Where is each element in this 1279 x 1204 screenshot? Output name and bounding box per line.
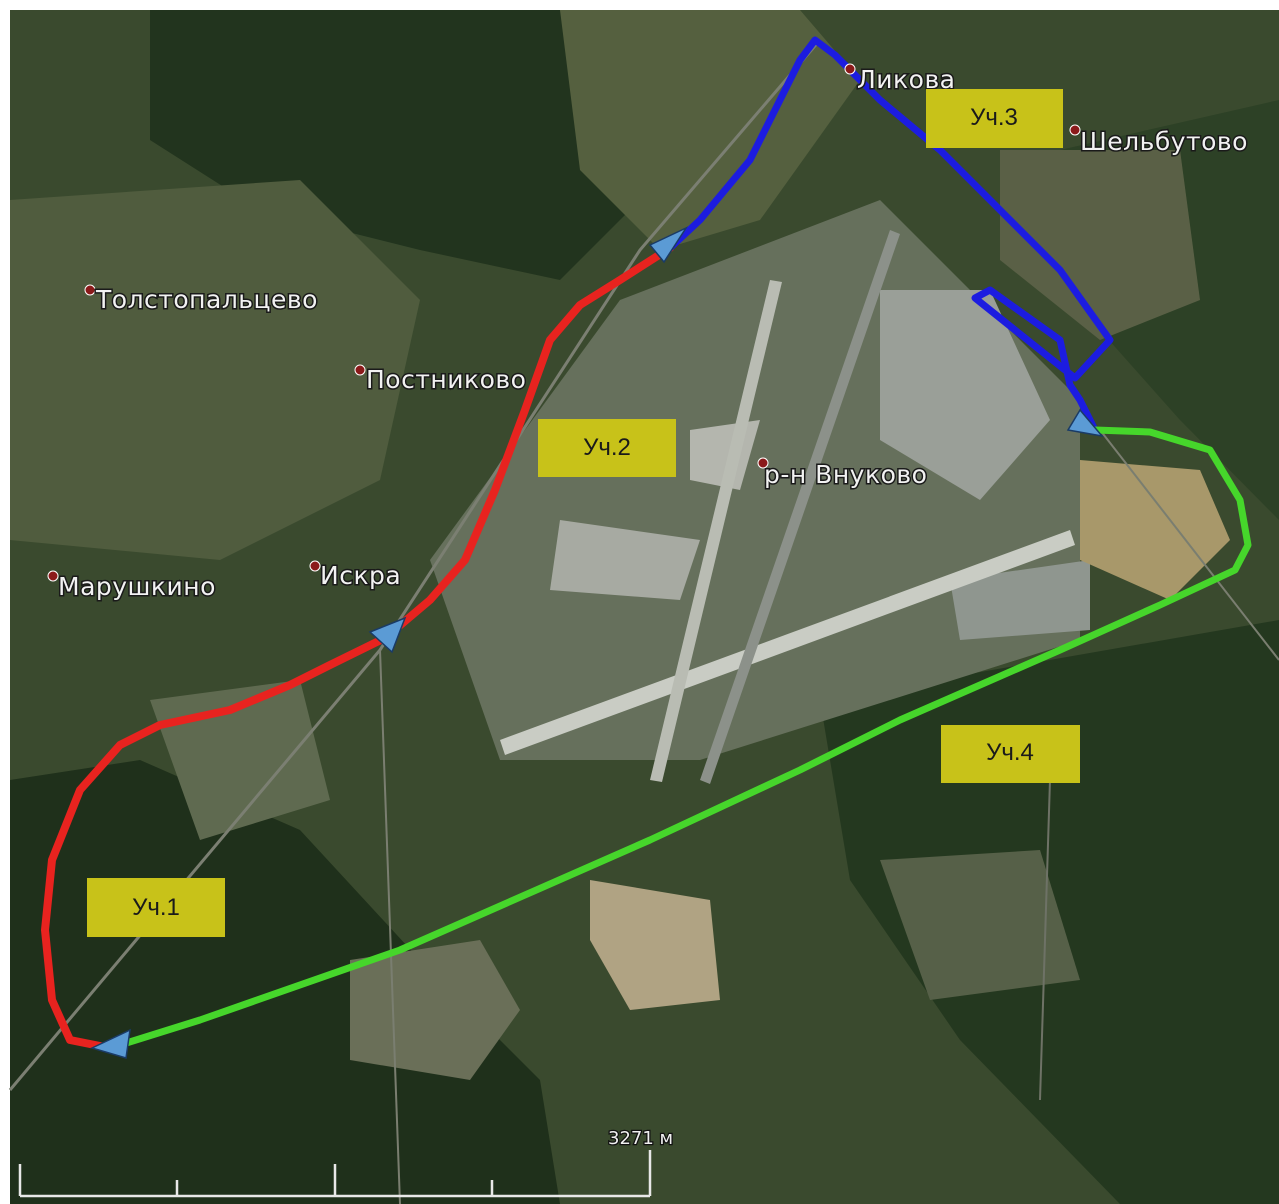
section-label-text: Уч.3	[970, 104, 1018, 131]
arrow-icon	[1066, 408, 1104, 438]
place-markers: Ликова Шельбутово Толстопальцево Постник…	[47, 63, 1249, 603]
place-pin-icon	[309, 560, 321, 572]
arrow-icon	[648, 226, 689, 264]
place-likova[interactable]: Ликова	[844, 63, 957, 96]
place-label: Шельбутово	[1080, 127, 1248, 156]
place-label: Ликова	[857, 65, 956, 94]
place-pin-icon	[844, 63, 856, 75]
place-label: Искра	[320, 561, 401, 590]
place-label: Постниково	[366, 365, 526, 394]
place-label: р-н Внуково	[764, 460, 927, 489]
section-labels: Уч.1 Уч.2 Уч.3 Уч.4	[87, 89, 1080, 937]
scale-bar-label: 3271 м	[608, 1128, 673, 1149]
place-tolstopaltsevo[interactable]: Толстопальцево	[84, 284, 319, 316]
section-label-3: Уч.3	[926, 89, 1063, 148]
route-section-4-line	[116, 426, 1252, 1049]
section-label-text: Уч.1	[132, 894, 180, 921]
place-pin-icon	[354, 364, 366, 376]
scale-bar: 3271 м	[18, 1127, 674, 1198]
map-terrain	[8, 10, 1279, 1204]
place-label: Марушкино	[58, 572, 216, 601]
place-postnikovo[interactable]: Постниково	[354, 364, 527, 396]
section-label-text: Уч.2	[583, 434, 631, 461]
direction-arrows	[89, 226, 1104, 1059]
place-maruskino[interactable]: Марушкино	[47, 570, 217, 603]
section-label-1: Уч.1	[87, 878, 225, 937]
route-section-2-line	[381, 244, 674, 642]
section-label-text: Уч.4	[986, 739, 1034, 766]
place-pin-icon	[47, 570, 59, 582]
route	[41, 36, 1252, 1052]
arrow-icon	[89, 1028, 131, 1059]
place-shelbutovo[interactable]: Шельбутово	[1069, 124, 1249, 158]
place-pin-icon	[757, 457, 769, 469]
route-section-3-line	[666, 36, 1114, 434]
route-section-1-line	[41, 634, 389, 1052]
place-iskra[interactable]: Искра	[309, 560, 402, 592]
section-label-4: Уч.4	[941, 725, 1080, 783]
place-vnukovo[interactable]: р-н Внуково	[757, 457, 928, 491]
section-label-2: Уч.2	[538, 419, 676, 477]
place-pin-icon	[1069, 124, 1081, 136]
arrow-icon	[368, 616, 407, 654]
place-pin-icon	[84, 284, 96, 296]
place-label: Толстопальцево	[95, 285, 318, 314]
